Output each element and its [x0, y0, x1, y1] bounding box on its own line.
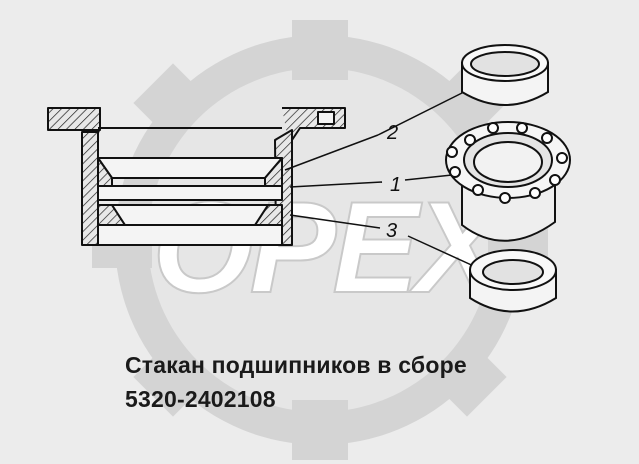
callout-3: 3 — [386, 220, 397, 242]
callout-1: 1 — [390, 174, 401, 196]
part-bearing-housing — [445, 121, 571, 242]
bearing-housing-section — [47, 107, 346, 246]
callout-2: 2 — [386, 122, 398, 144]
watermark-text: OPEX — [152, 174, 509, 320]
caption-title: Стакан подшипников в сборе — [125, 352, 467, 378]
part-bearing-cup-bottom — [469, 249, 557, 313]
caption-part-number: 5320-2402108 — [125, 386, 276, 412]
part-bearing-cup-top — [461, 44, 549, 106]
callout-leaders — [284, 89, 479, 269]
